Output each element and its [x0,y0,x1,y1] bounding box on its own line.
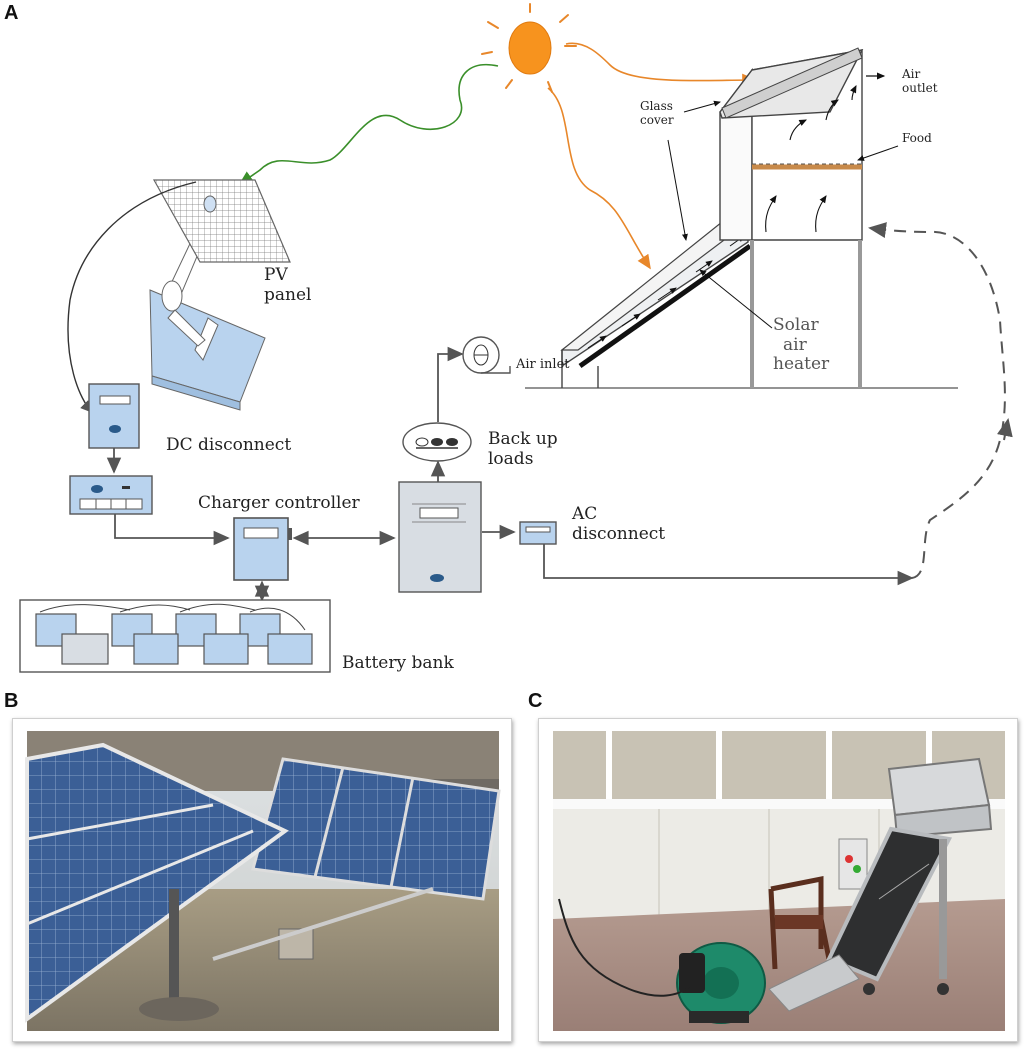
solar-air-heater-label: Solar air heater [773,315,830,375]
battery-bank-label: Battery bank [342,653,454,673]
air-outlet-label-line1: Air [902,67,921,81]
ac-disconnect-box [519,521,557,545]
pv-panel-label-line2: panel [264,284,312,305]
photo-pv-array [12,718,512,1042]
dc-disconnect-box [88,383,140,449]
glass-cover-label: Glass cover [640,99,674,128]
panel-label-a: A [4,2,19,24]
panel-label-c: C [528,690,543,712]
pv-panel-icon [149,179,291,411]
pv-panel-label: PV panel [264,265,312,305]
photo-solar-dryer [538,718,1018,1042]
solar-air-heater-label-line1: Solar [773,315,819,335]
air-inlet-label: Air inlet [516,357,570,372]
glass-cover-label-line2: cover [640,112,674,127]
glass-cover-label-line1: Glass [640,99,673,113]
solar-air-heater [560,220,752,388]
sun-ray-to-cabinet [565,42,757,87]
inverter-box [398,481,482,593]
back-up-loads-label: Back up loads [488,429,558,469]
air-outlet-label: Air outlet [902,67,938,96]
charger-controller-box [233,517,292,581]
sun-ray-to-pv [238,63,499,185]
solar-dryer-photo-illustration [553,731,1005,1031]
dc-disconnect-label: DC disconnect [166,435,292,455]
sun-icon [481,3,577,93]
battery-bank [19,599,331,673]
panel-label-b: B [4,690,19,712]
charger-controller-label: Charger controller [198,493,360,513]
solar-air-heater-label-line3: heater [773,354,830,375]
ac-disconnect-label: AC disconnect [572,504,666,544]
system-diagram [19,3,1013,673]
backup-loads-icon [402,422,472,462]
pv-panel-label-line1: PV [264,265,288,285]
back-up-loads-label-line1: Back up [488,429,558,449]
air-outlet-label-line2: outlet [902,80,938,95]
drying-cabinet [719,47,886,388]
solar-air-heater-label-line2: air [783,334,807,355]
food-label: Food [902,131,932,145]
ac-disconnect-label-line1: AC [572,504,598,524]
back-up-loads-label-line2: loads [488,448,534,469]
fan-icon [462,336,511,374]
sun-ray-to-collector [547,87,651,270]
ac-disconnect-label-line2: disconnect [572,523,666,544]
pv-array-photo-illustration [25,731,501,1031]
charge-regulator-box [69,475,153,515]
